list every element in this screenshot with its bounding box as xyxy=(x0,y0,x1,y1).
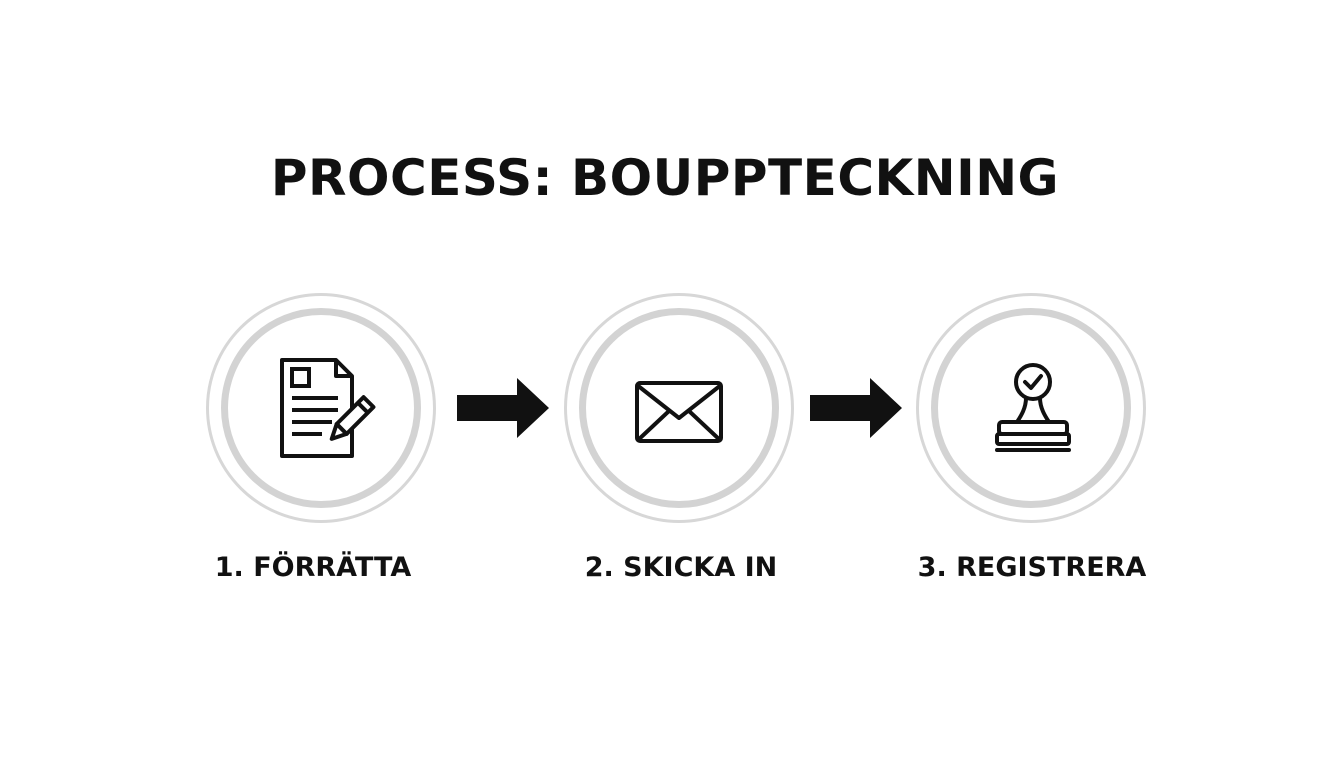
step-3-circle-inner xyxy=(931,308,1131,508)
stamp-icon xyxy=(995,363,1071,452)
document-pen-icon xyxy=(280,358,376,458)
step-1-circle xyxy=(206,293,436,523)
envelope-icon xyxy=(635,381,723,443)
step-2-circle-inner xyxy=(579,308,779,508)
step-2-circle xyxy=(564,293,794,523)
page-title: PROCESS: BOUPPTECKNING xyxy=(270,149,1060,207)
step-2-label: 2. SKICKA IN xyxy=(584,552,778,583)
step-3-circle xyxy=(916,293,1146,523)
step-3-label: 3. REGISTRERA xyxy=(917,552,1147,583)
arrow-right-icon xyxy=(457,378,549,438)
arrow-right-icon xyxy=(810,378,902,438)
step-1-label: 1. FÖRRÄTTA xyxy=(214,552,412,583)
step-1-circle-inner xyxy=(221,308,421,508)
